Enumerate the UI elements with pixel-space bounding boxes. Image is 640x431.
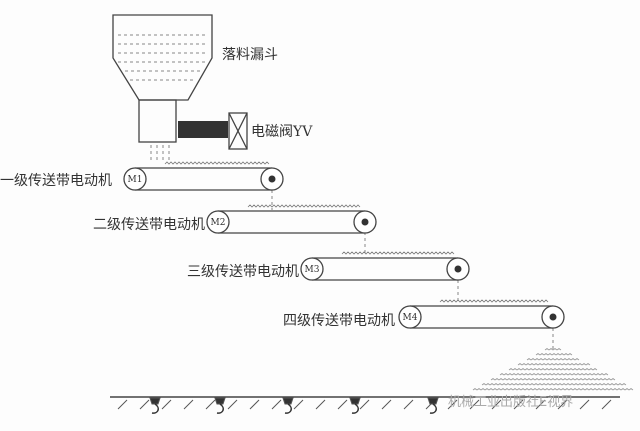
belt3-label: 三级传送带电动机 [187, 264, 299, 280]
conveyor-belt-1: M1 [123, 161, 284, 191]
belt1-label: 一级传送带电动机 [0, 173, 112, 189]
motor-M1 [123, 167, 147, 191]
belt4-label: 四级传送带电动机 [283, 313, 395, 329]
motor-M2 [206, 210, 230, 234]
valve-plunger [178, 121, 228, 138]
hopper-label: 落料漏斗 [222, 47, 278, 63]
motor-label: M1 [128, 175, 143, 185]
valve-label: 电磁阀YV [251, 124, 313, 140]
motor-label: M2 [211, 218, 226, 228]
motor-M3 [300, 257, 324, 281]
watermark: 机械工业出版社E视界 [448, 395, 574, 410]
motor-M4 [398, 305, 422, 329]
motor-label: M4 [403, 313, 418, 323]
belt2-label: 二级传送带电动机 [93, 217, 205, 233]
material-pile [472, 348, 634, 391]
valve-coil [228, 112, 248, 150]
hopper [112, 14, 213, 101]
conveyor-belt-3: M3 [300, 251, 470, 281]
conveyor-belt-2: M2 [206, 204, 377, 234]
hopper-neck [138, 99, 177, 143]
conveyor-belt-4: M4 [398, 299, 565, 329]
motor-label: M3 [305, 265, 320, 275]
